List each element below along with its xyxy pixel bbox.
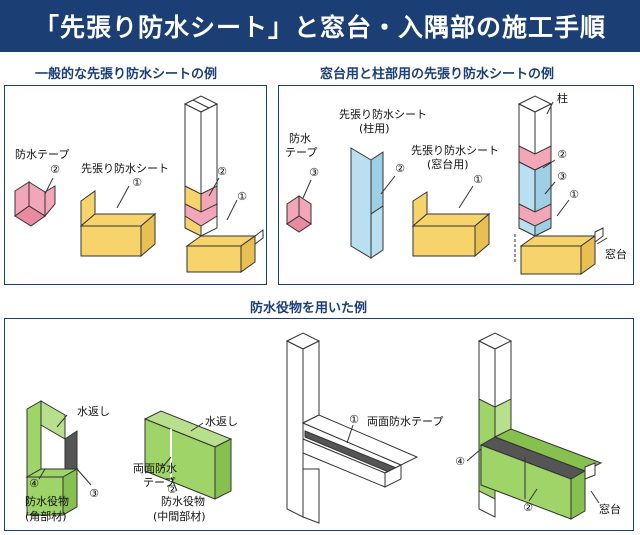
section-heading-windowsill-pillar: 窓台用と柱部用の先張り防水シートの例: [320, 67, 555, 82]
number-4: ④: [455, 455, 465, 468]
page-title: 「先張り防水シート」と窓台・入隅部の施工手順: [0, 0, 640, 52]
number-2: ②: [523, 501, 533, 514]
label-waterproof-tape: 防水テープ: [15, 148, 70, 161]
label-flash-corner-l1: 防水役物: [25, 495, 69, 508]
label-double-tape-l1: 両面防水: [133, 462, 177, 475]
number-1: ①: [473, 173, 483, 186]
section-heading-general: 一般的な先張り防水シートの例: [35, 67, 218, 82]
sill-assembled: [514, 227, 604, 275]
sill-sheet: [411, 191, 491, 258]
column-tape: [285, 332, 419, 524]
label-flash-mid-l1: 防水役物: [161, 495, 205, 508]
middle-flashing: [143, 410, 233, 500]
number-3: ③: [557, 170, 567, 183]
label-flash-mid-l2: (中間部材): [153, 510, 206, 523]
pillar-assembled: [517, 95, 553, 237]
number-2: ②: [557, 148, 567, 161]
label-waterproof-tape-l2: テープ: [285, 146, 318, 159]
label-pillar: 柱: [557, 92, 568, 105]
diagram-windowsill-pillar: [286, 95, 608, 275]
column-flashing-assembled: [477, 332, 603, 520]
number-2: ②: [167, 483, 177, 496]
sheet-piece: [79, 190, 157, 258]
diagram-flashing: [25, 332, 603, 524]
number-2: ②: [217, 165, 227, 178]
section-heading-flashing: 防水役物を用いた例: [250, 301, 368, 316]
label-waterproof-tape-l1: 防水: [289, 132, 311, 145]
tape-piece: [286, 195, 312, 233]
label-double-tape: 両面防水テープ: [367, 415, 444, 428]
label-pre-sheet: 先張り防水シート: [81, 162, 169, 175]
label-pre-sheet-sill-l2: (窓台用): [427, 158, 469, 171]
label-double-tape-l2: テープ: [143, 476, 176, 489]
number-1: ①: [569, 188, 579, 201]
label-flash-corner-l2: (角部材): [25, 510, 67, 523]
panel-general: 防水テープ ② 先張り防水シート ① ② ①: [4, 85, 267, 285]
number-3: ③: [89, 487, 99, 500]
number-2: ②: [50, 163, 60, 176]
label-windowsill: 窓台: [605, 248, 627, 261]
label-pre-sheet-pillar-l2: (柱用): [359, 122, 390, 135]
tape-piece: [14, 181, 56, 227]
number-4: ④: [29, 477, 39, 490]
number-2: ②: [395, 162, 405, 175]
number-1: ①: [132, 176, 142, 189]
panel-flashing: 水返し ④ ③ 防水役物 (角部材) 水返し 両面防水 テープ ② 防水役物 (…: [4, 318, 634, 531]
number-1: ①: [349, 413, 359, 426]
pillar-sheet: [350, 147, 384, 259]
applied-sheet: [184, 185, 257, 273]
corner-flashing: [25, 400, 79, 516]
diagram-general: [14, 95, 265, 273]
label-mizugaeshi: 水返し: [205, 415, 238, 428]
number-1: ①: [237, 190, 247, 203]
panel-windowsill-pillar: 防水 テープ ③ 先張り防水シート (柱用) ② 先張り防水シート (窓台用) …: [278, 85, 634, 285]
number-3: ③: [309, 166, 319, 179]
label-pre-sheet-pillar-l1: 先張り防水シート: [339, 108, 427, 121]
label-pre-sheet-sill-l1: 先張り防水シート: [411, 144, 499, 157]
label-mizugaeshi: 水返し: [77, 405, 110, 418]
label-windowsill: 窓台: [599, 503, 621, 516]
